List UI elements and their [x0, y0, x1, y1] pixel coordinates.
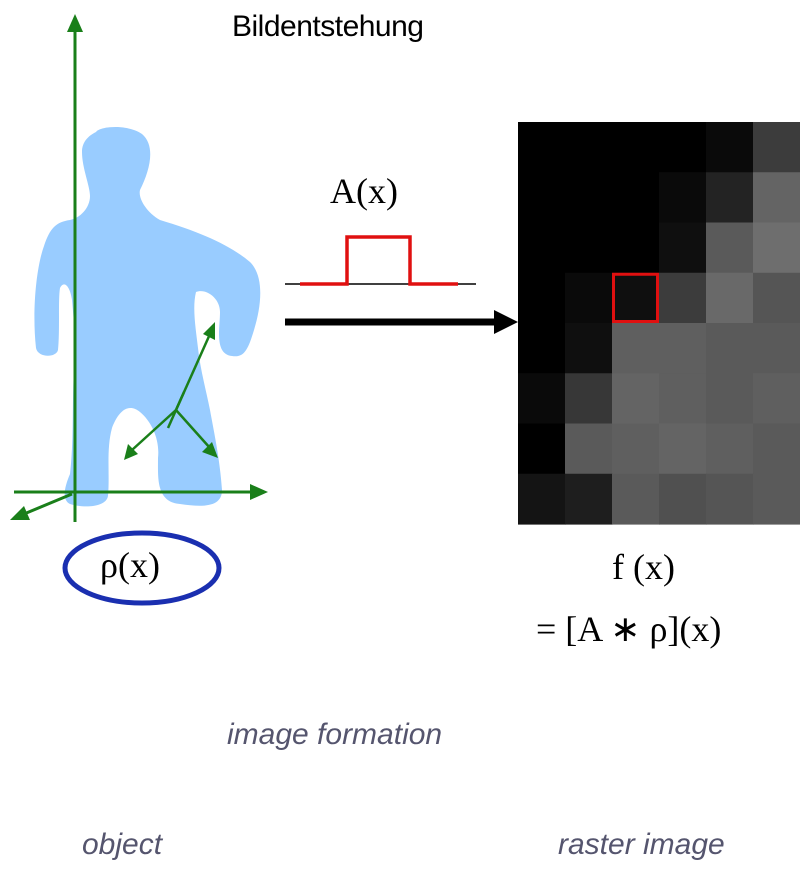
pixel-cell: [565, 222, 613, 274]
pixel-cell: [659, 423, 707, 475]
coordinate-axes: [10, 14, 268, 522]
pixel-cell: [612, 122, 660, 173]
pixel-cell: [753, 272, 800, 324]
pixel-cell: [753, 122, 800, 173]
image-function-label: f (x): [612, 547, 675, 587]
pixel-cell: [518, 272, 566, 324]
pixel-cell: [612, 423, 660, 475]
pixel-cell: [753, 473, 800, 525]
pixel-cell: [565, 323, 613, 374]
pixel-cell: [518, 373, 566, 425]
pixel-cell: [706, 222, 754, 274]
convolution-formula: = [A ∗ ρ](x): [536, 609, 722, 649]
pixel-cell: [706, 473, 754, 525]
pixel-cell: [753, 373, 800, 425]
pixel-cell: [706, 423, 754, 475]
pixel-cell: [612, 222, 660, 274]
raster-image: [518, 122, 800, 525]
pixel-cell: [518, 172, 566, 224]
pixel-cell: [612, 323, 660, 374]
kernel-label: A(x): [330, 171, 398, 211]
pixel-cell: [706, 323, 754, 374]
pixel-cell: [612, 373, 660, 425]
pixel-cell: [612, 172, 660, 224]
pixel-cell: [659, 473, 707, 525]
pixel-cell: [659, 172, 707, 224]
pixel-cell: [565, 373, 613, 425]
pixel-cell: [659, 122, 707, 173]
page-title: Bildentstehung: [232, 10, 424, 43]
local-frame-arrows: [124, 322, 218, 460]
pixel-cell: [518, 122, 566, 173]
pixel-cell: [565, 423, 613, 475]
object-function-label: ρ(x): [100, 545, 160, 585]
caption-image-formation: image formation: [227, 718, 443, 751]
pixel-cell: [706, 172, 754, 224]
pixel-cell: [659, 222, 707, 274]
highlighted-pixel: [612, 272, 659, 323]
pixel-cell: [753, 423, 800, 475]
pixel-cell: [612, 272, 660, 324]
pixel-cell: [753, 172, 800, 224]
pixel-cell: [518, 473, 566, 525]
pixel-cell: [565, 172, 613, 224]
pixel-cell: [518, 222, 566, 274]
pixel-cell: [659, 373, 707, 425]
pixel-cell: [706, 373, 754, 425]
pixel-cell: [565, 122, 613, 173]
pixel-cell: [565, 473, 613, 525]
pixel-cell: [753, 323, 800, 374]
kernel-box-function: [300, 235, 458, 286]
pixel-cell: [659, 272, 707, 324]
pixel-cell: [518, 423, 566, 475]
pixel-cell: [706, 122, 754, 173]
object-function-ellipse: [62, 530, 222, 606]
pixel-cell: [753, 222, 800, 274]
pixel-cell: [565, 272, 613, 324]
pixel-cell: [706, 272, 754, 324]
caption-object: object: [82, 828, 163, 861]
formation-arrow: [285, 310, 518, 334]
kernel-plot: [285, 235, 476, 286]
caption-raster-image: raster image: [558, 828, 725, 861]
object-silhouette: [34, 127, 261, 507]
pixel-cell: [518, 323, 566, 374]
pixel-cell: [659, 323, 707, 374]
pixel-cell: [612, 473, 660, 525]
